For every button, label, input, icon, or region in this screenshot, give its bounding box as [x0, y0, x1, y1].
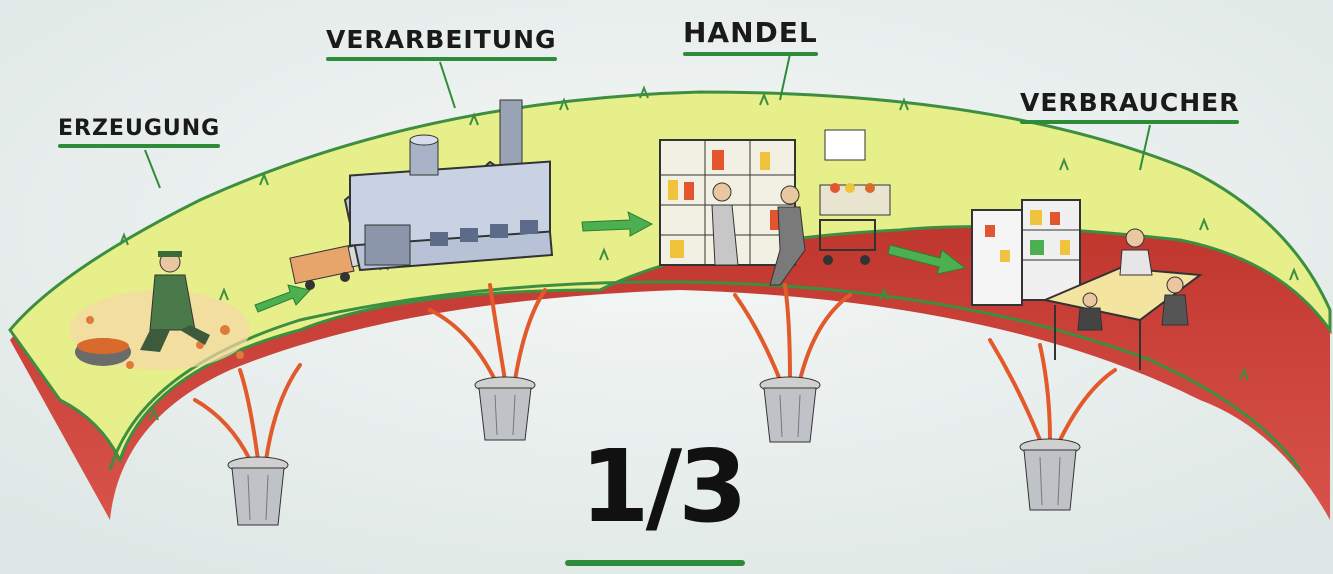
arrow-icon — [581, 211, 654, 237]
factory-icon — [343, 99, 554, 272]
arrow-icon — [887, 244, 967, 275]
waste-fraction: 1/3 — [580, 428, 748, 545]
farmer-icon — [70, 251, 250, 370]
label-underline — [683, 52, 818, 56]
stage-label-verarbeitung: VERARBEITUNG — [326, 25, 557, 61]
trash-can-icon — [1019, 438, 1081, 511]
stage-label-text: ERZEUGUNG — [58, 116, 221, 141]
supermarket-icon — [659, 129, 891, 286]
label-underline — [326, 57, 557, 61]
label-pointers — [144, 53, 1151, 189]
stage-label-text: VERARBEITUNG — [326, 25, 557, 54]
fraction-underline — [565, 560, 745, 566]
stage-label-text: HANDEL — [683, 16, 818, 49]
stage-label-verbraucher: VERBRAUCHER — [1020, 88, 1240, 124]
waste-streams — [193, 283, 1117, 462]
trash-can-icon — [227, 456, 289, 526]
stage-label-handel: HANDEL — [683, 16, 818, 56]
label-underline — [58, 144, 221, 148]
label-underline — [1020, 120, 1240, 124]
trash-can-icon — [474, 376, 536, 441]
stage-label-text: VERBRAUCHER — [1020, 88, 1240, 117]
stage-label-erzeugung: ERZEUGUNG — [58, 116, 221, 148]
family-table-icon — [1041, 228, 1203, 370]
trash-can-icon — [759, 376, 821, 443]
grass-surface — [8, 90, 1332, 464]
arrow-icon — [254, 284, 311, 313]
refrigerator-icon — [971, 199, 1081, 306]
